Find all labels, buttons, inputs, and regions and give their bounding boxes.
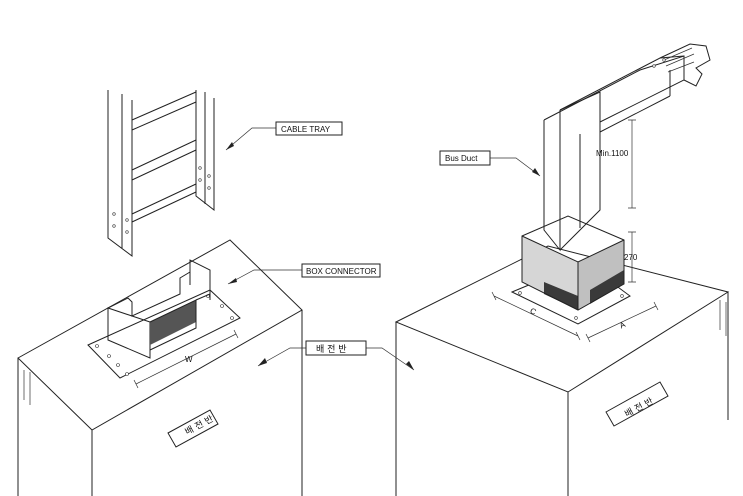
panel-callout: 배 전 반: [257, 340, 415, 371]
dimension-c: C: [529, 306, 538, 317]
box-connector: W: [87, 259, 241, 389]
cable-tray-callout: CABLE TRAY: [225, 121, 343, 151]
box-connector-label: BOX CONNECTOR: [306, 267, 377, 276]
dimension-min-1100: Min.1100: [596, 149, 629, 158]
panel-label: 배 전 반: [316, 344, 347, 355]
bus-duct-callout: Bus Duct: [439, 150, 541, 177]
dimension-a: A: [618, 320, 627, 331]
dimension-270: 270: [624, 253, 638, 262]
dimension-w: W: [185, 355, 193, 364]
left-nameplate: 배 전 반: [167, 409, 219, 448]
cable-tray: [107, 90, 215, 257]
right-nameplate: 배 전 반: [605, 381, 669, 427]
bus-duct-label: Bus Duct: [445, 154, 478, 163]
cable-tray-label: CABLE TRAY: [281, 125, 331, 134]
box-connector-callout: BOX CONNECTOR: [227, 263, 381, 285]
bus-duct: Min.1100 270 C A: [491, 43, 711, 343]
left-switchboard: 배 전 반: [17, 239, 303, 496]
